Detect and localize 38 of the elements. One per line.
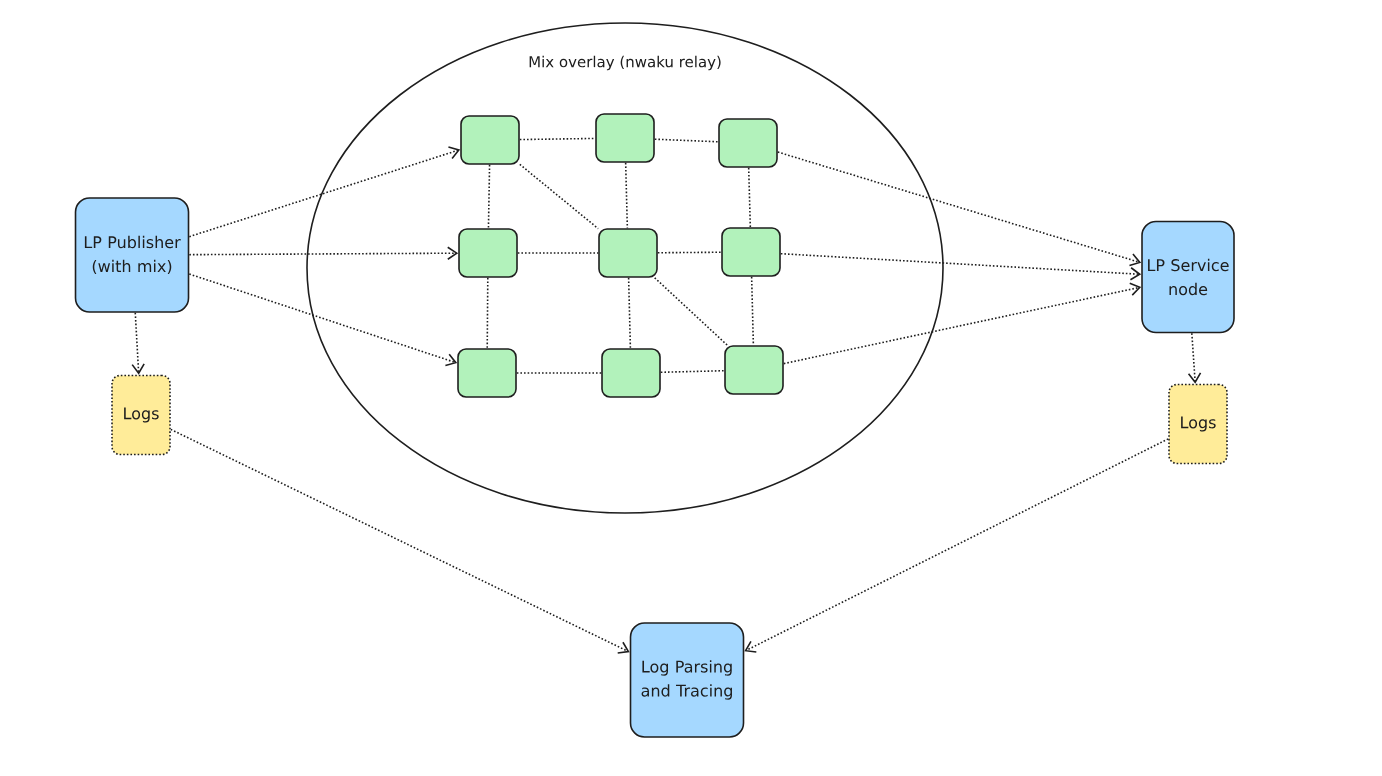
connector-line	[519, 137, 596, 141]
connector-line	[516, 372, 602, 374]
connector-line	[750, 276, 755, 346]
connector-line	[519, 163, 599, 230]
arrow	[777, 151, 1142, 267]
arrow	[783, 282, 1142, 365]
relay-node-box	[724, 345, 784, 395]
arrow	[131, 312, 145, 375]
relay-node-box	[718, 118, 778, 168]
arrow	[1187, 332, 1202, 384]
connector-line	[486, 277, 489, 349]
relay-node-box	[601, 348, 661, 398]
log-box: Logs	[1168, 383, 1228, 465]
relay-node-box	[457, 348, 517, 398]
process-box: Log Parsing and Tracing	[629, 622, 745, 738]
arrow	[744, 438, 1169, 653]
relay-node-box	[595, 113, 655, 163]
connector-line	[654, 138, 719, 143]
process-box: LP Service node	[1141, 220, 1235, 334]
connector-line	[747, 167, 752, 228]
connector-line	[487, 164, 491, 229]
connector-line	[653, 277, 729, 346]
log-box: Logs	[111, 374, 171, 456]
arrow	[188, 246, 459, 261]
arrow	[188, 273, 458, 367]
relay-node-box	[460, 115, 520, 165]
relay-node-box	[458, 228, 518, 278]
relay-node-box	[721, 227, 781, 277]
connector-line	[657, 251, 722, 254]
connector-line	[624, 162, 629, 229]
process-box: LP Publisher (with mix)	[74, 197, 190, 313]
connector-line	[627, 277, 632, 349]
arrow	[170, 428, 630, 654]
relay-node-box	[598, 228, 658, 278]
arrow	[188, 146, 461, 238]
arrow	[780, 252, 1142, 281]
connector-line	[660, 369, 725, 374]
connector-line	[517, 252, 599, 254]
